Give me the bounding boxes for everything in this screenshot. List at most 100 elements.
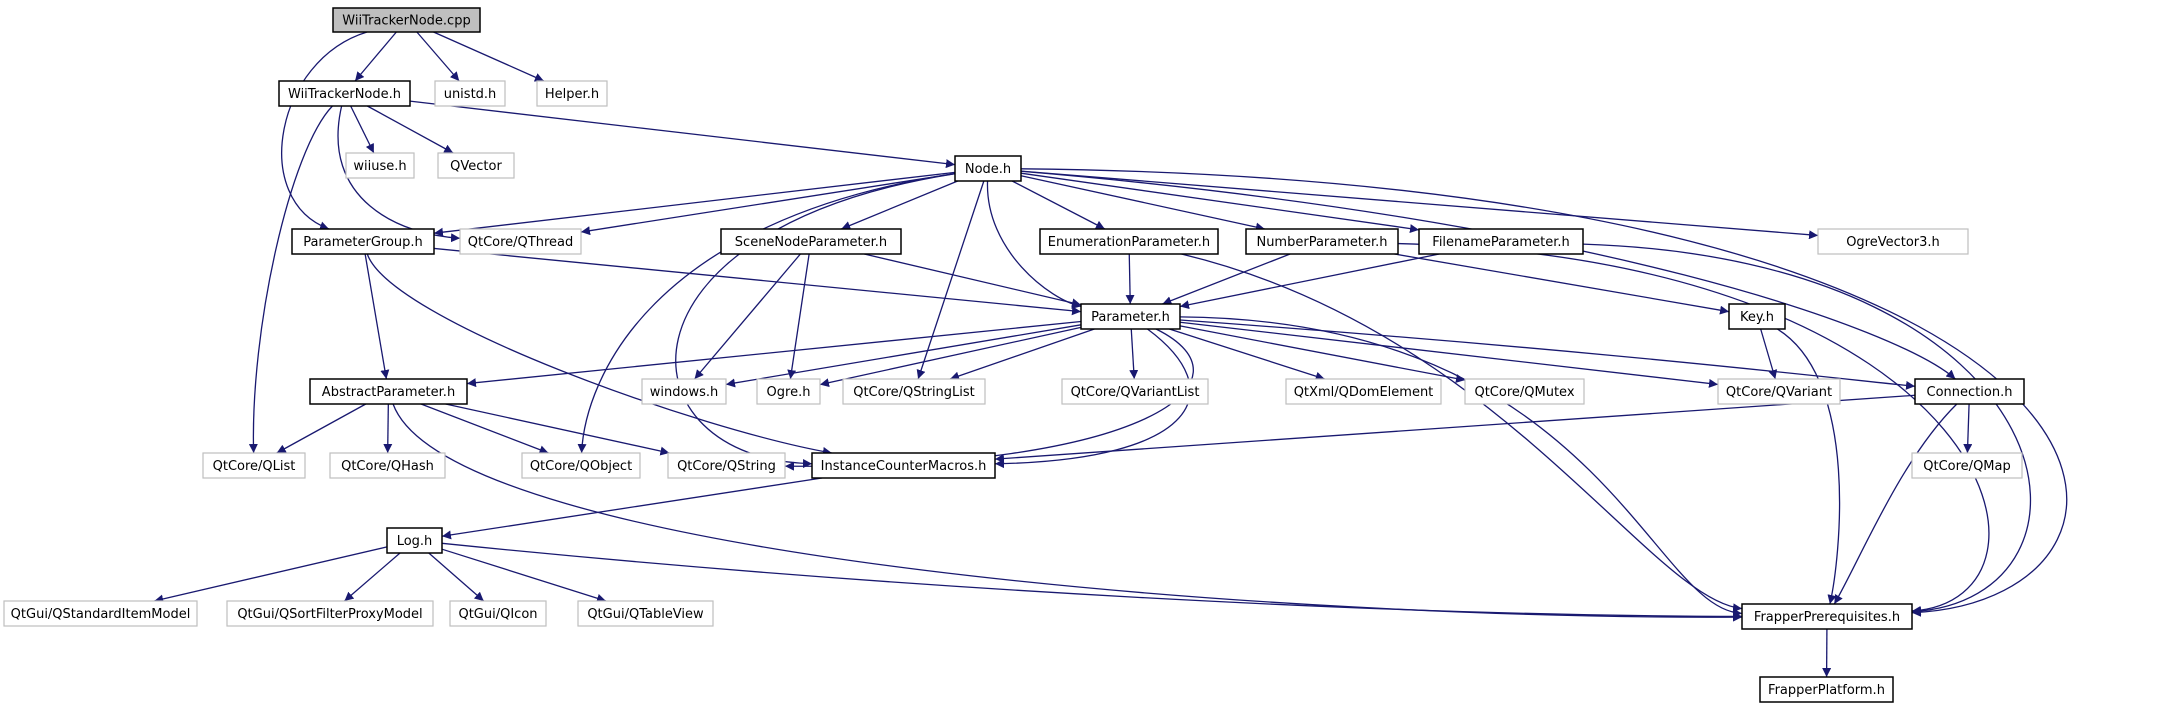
edge-WiiTrackerNode_h-to-QList — [248, 105, 333, 454]
node-ParameterGroup_h[interactable]: ParameterGroup.h — [291, 228, 435, 255]
node-label: windows.h — [650, 385, 718, 400]
node-box — [1914, 378, 2025, 405]
node-box — [536, 80, 608, 107]
node-FilenameParameter_h[interactable]: FilenameParameter.h — [1418, 228, 1584, 255]
node-OgreVector3_h: OgreVector3.h — [1817, 228, 1969, 255]
edge-EnumerationParameter_h-to-Parameter_h — [1125, 253, 1135, 305]
edge-Key_h-to-FrapperPrerequisites_h — [1776, 328, 1841, 605]
node-box — [1061, 378, 1209, 405]
edge-SceneNodeParameter_h-to-Ogre_h — [787, 253, 810, 380]
node-label: QtCore/QString — [677, 459, 776, 474]
node-box — [3, 600, 198, 627]
edge-WiiTrackerNode_h-to-wiiuse_h — [350, 105, 375, 154]
node-label: FrapperPrerequisites.h — [1754, 610, 1900, 625]
edge-SceneNodeParameter_h-to-Parameter_h — [864, 253, 1082, 308]
node-label: QtCore/QThread — [468, 235, 574, 250]
node-box — [437, 152, 515, 179]
node-box — [1741, 603, 1913, 630]
node-box — [434, 80, 506, 107]
node-NumberParameter_h[interactable]: NumberParameter.h — [1245, 228, 1399, 255]
edge-AbstractParameter_h-to-QString — [445, 403, 670, 456]
edge-Node_h-to-QObject — [577, 172, 956, 454]
edge-ParameterGroup_h-to-AbstractParameter_h — [364, 253, 390, 380]
node-QList: QtCore/QList — [202, 452, 306, 479]
edges-layer — [154, 31, 2068, 678]
edge-Log_h-to-QStandardItemModel — [154, 546, 388, 604]
node-box — [720, 228, 902, 255]
edge-Parameter_h-to-InstanceCounterMacros_h — [994, 328, 1191, 469]
node-box — [1418, 228, 1584, 255]
edge-WiiTrackerNode_cpp-to-unistd_h — [416, 31, 460, 82]
edge-Connection_h-to-InstanceCounterMacros_h — [994, 394, 1916, 464]
edge-SceneNodeParameter_h-to-windows_h — [694, 253, 801, 380]
node-QDomElement: QtXml/QDomElement — [1285, 378, 1442, 405]
node-AbstractParameter_h[interactable]: AbstractParameter.h — [309, 378, 468, 405]
node-windows_h: windows.h — [641, 378, 727, 405]
node-label: QtCore/QMap — [1923, 459, 2010, 474]
edge-WiiTrackerNode_cpp-to-ParameterGroup_h — [281, 31, 368, 231]
edge-Node_h-to-FilenameParameter_h — [1020, 172, 1420, 234]
node-box — [386, 527, 443, 554]
edge-Node_h-to-NumberParameter_h — [1020, 175, 1265, 232]
node-label: QtGui/QTableView — [587, 607, 704, 622]
node-box — [278, 80, 411, 107]
node-WiiTrackerNode_h[interactable]: WiiTrackerNode.h — [278, 80, 411, 107]
edge-Node_h-to-QStringList — [916, 180, 985, 380]
node-QVariant: QtCore/QVariant — [1717, 378, 1841, 405]
node-FrapperPlatform_h[interactable]: FrapperPlatform.h — [1759, 676, 1894, 703]
node-label: QtCore/QVariantList — [1071, 385, 1200, 400]
node-label: InstanceCounterMacros.h — [821, 459, 987, 474]
edge-WiiTrackerNode_h-to-Node_h — [409, 100, 956, 169]
node-Parameter_h[interactable]: Parameter.h — [1080, 303, 1181, 330]
node-label: Parameter.h — [1091, 310, 1170, 325]
node-wiiuse_h: wiiuse.h — [345, 152, 415, 179]
node-EnumerationParameter_h[interactable]: EnumerationParameter.h — [1039, 228, 1219, 255]
edge-FilenameParameter_h-to-Parameter_h — [1179, 253, 1440, 310]
node-Log_h[interactable]: Log.h — [386, 527, 443, 554]
node-Ogre_h: Ogre.h — [756, 378, 821, 405]
edge-InstanceCounterMacros_h-to-Log_h — [441, 477, 823, 540]
node-label: QtCore/QVariant — [1726, 385, 1832, 400]
node-Node_h[interactable]: Node.h — [954, 155, 1022, 182]
edge-NumberParameter_h-to-Parameter_h — [1162, 253, 1291, 305]
node-label: unistd.h — [444, 87, 497, 102]
node-QTableView: QtGui/QTableView — [577, 600, 714, 627]
edge-AbstractParameter_h-to-FrapperPrerequisites_h — [392, 403, 1743, 622]
node-box — [641, 378, 727, 405]
node-label: QtGui/QSortFilterProxyModel — [237, 607, 422, 622]
node-InstanceCounterMacros_h[interactable]: InstanceCounterMacros.h — [811, 452, 996, 479]
node-FrapperPrerequisites_h[interactable]: FrapperPrerequisites.h — [1741, 603, 1913, 630]
node-label: FrapperPlatform.h — [1768, 683, 1885, 698]
node-QVariantList: QtCore/QVariantList — [1061, 378, 1209, 405]
node-box — [521, 452, 641, 479]
edge-Parameter_h-to-QMutex — [1179, 325, 1466, 383]
edge-Log_h-to-QIcon — [428, 552, 485, 602]
node-SceneNodeParameter_h[interactable]: SceneNodeParameter.h — [720, 228, 902, 255]
edge-Parameter_h-to-QDomElement — [1169, 328, 1325, 381]
node-box — [226, 600, 434, 627]
edge-Node_h-to-ParameterGroup_h — [433, 171, 956, 237]
edge-Parameter_h-to-QStringList — [949, 328, 1095, 381]
edge-FilenameParameter_h-to-FrapperPrerequisites_h — [1582, 243, 2032, 616]
node-label: AbstractParameter.h — [322, 385, 455, 400]
node-label: QtGui/QStandardItemModel — [11, 607, 191, 622]
node-label: SceneNodeParameter.h — [735, 235, 887, 250]
node-QIcon: QtGui/QIcon — [449, 600, 547, 627]
node-Key_h[interactable]: Key.h — [1728, 303, 1786, 330]
edge-Node_h-to-QThread — [580, 173, 956, 236]
edge-Node_h-to-OgreVector3_h — [1020, 170, 1819, 240]
node-box — [667, 452, 786, 479]
node-box — [449, 600, 547, 627]
node-box — [309, 378, 468, 405]
edge-ParameterGroup_h-to-InstanceCounterMacros_h — [366, 253, 832, 456]
node-box — [1911, 452, 2023, 479]
node-label: QVector — [450, 159, 502, 174]
node-QHash: QtCore/QHash — [329, 452, 446, 479]
node-label: WiiTrackerNode.h — [288, 87, 401, 102]
node-WiiTrackerNode_cpp[interactable]: WiiTrackerNode.cpp — [332, 7, 481, 33]
node-Connection_h[interactable]: Connection.h — [1914, 378, 2025, 405]
edge-NumberParameter_h-to-FrapperPrerequisites_h — [1397, 242, 1990, 615]
node-box — [842, 378, 986, 405]
